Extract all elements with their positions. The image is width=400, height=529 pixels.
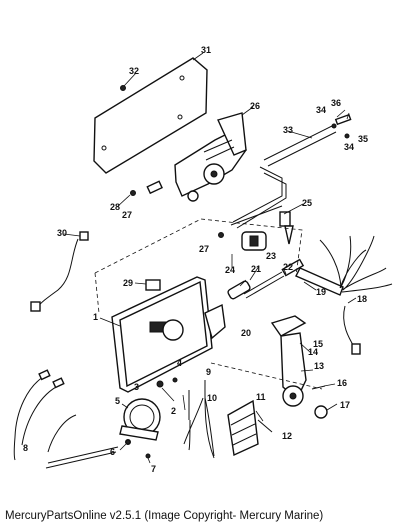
callout-24: 24 [225,265,235,275]
callout-29: 29 [123,278,133,288]
terminal-block [227,399,259,457]
callout-6: 6 [110,447,115,457]
callout-32: 32 [129,66,139,76]
callout-15: 15 [313,339,323,349]
callout-18: 18 [357,294,367,304]
callout-19: 19 [316,287,326,297]
mounting-plate [93,57,208,174]
copyright-footer: MercuryPartsOnline v2.5.1 (Image Copyrig… [5,510,324,522]
callout-34-lower: 34 [344,142,354,152]
callout-14: 14 [308,347,318,357]
callout-27-upper: 27 [122,210,132,220]
callout-22: 22 [283,262,293,272]
callout-labels: 31 32 26 36 34 33 35 34 28 27 25 30 27 2… [23,45,368,474]
control-mechanism [174,112,247,202]
callout-13: 13 [314,361,324,371]
harness-leads [13,369,119,469]
callout-3: 3 [134,382,139,392]
handle-screw [311,385,328,419]
trim-sender [119,398,161,445]
callout-21: 21 [251,264,261,274]
terminal-screw [257,419,273,433]
callout-16: 16 [337,378,347,388]
callout-20: 20 [241,328,251,338]
key-switch [230,205,294,245]
fasteners [125,377,178,459]
callout-4: 4 [177,358,182,368]
callout-11: 11 [256,392,266,402]
callout-33: 33 [283,125,293,135]
callout-10: 10 [207,393,217,403]
callout-8: 8 [23,443,28,453]
trim-pigtail [343,305,361,355]
callout-28: 28 [110,202,120,212]
callout-27-lower: 27 [199,244,209,254]
leader-lines [63,52,357,464]
plate-screw [120,85,126,91]
callout-36: 36 [331,98,341,108]
callout-25: 25 [302,198,312,208]
control-housing [111,276,226,393]
callout-23: 23 [266,251,276,261]
assembly-lines [94,218,323,390]
callout-5: 5 [115,396,120,406]
callout-35: 35 [358,134,368,144]
neutral-switch [145,279,161,291]
wiring-harness [295,235,393,296]
callout-7: 7 [151,464,156,474]
ignition-switch [218,231,267,251]
callout-12: 12 [282,431,292,441]
callout-26: 26 [250,101,260,111]
callout-1: 1 [93,312,98,322]
spacer-pin [130,180,163,196]
callout-30: 30 [57,228,67,238]
callout-31: 31 [201,45,211,55]
callout-17: 17 [340,400,350,410]
shift-rods [232,113,352,229]
lanyard-cable [30,231,89,312]
cable-bundle [183,379,215,459]
callout-9: 9 [206,367,211,377]
callout-34-upper: 34 [316,105,326,115]
callout-2: 2 [171,406,176,416]
control-handle [270,315,307,407]
